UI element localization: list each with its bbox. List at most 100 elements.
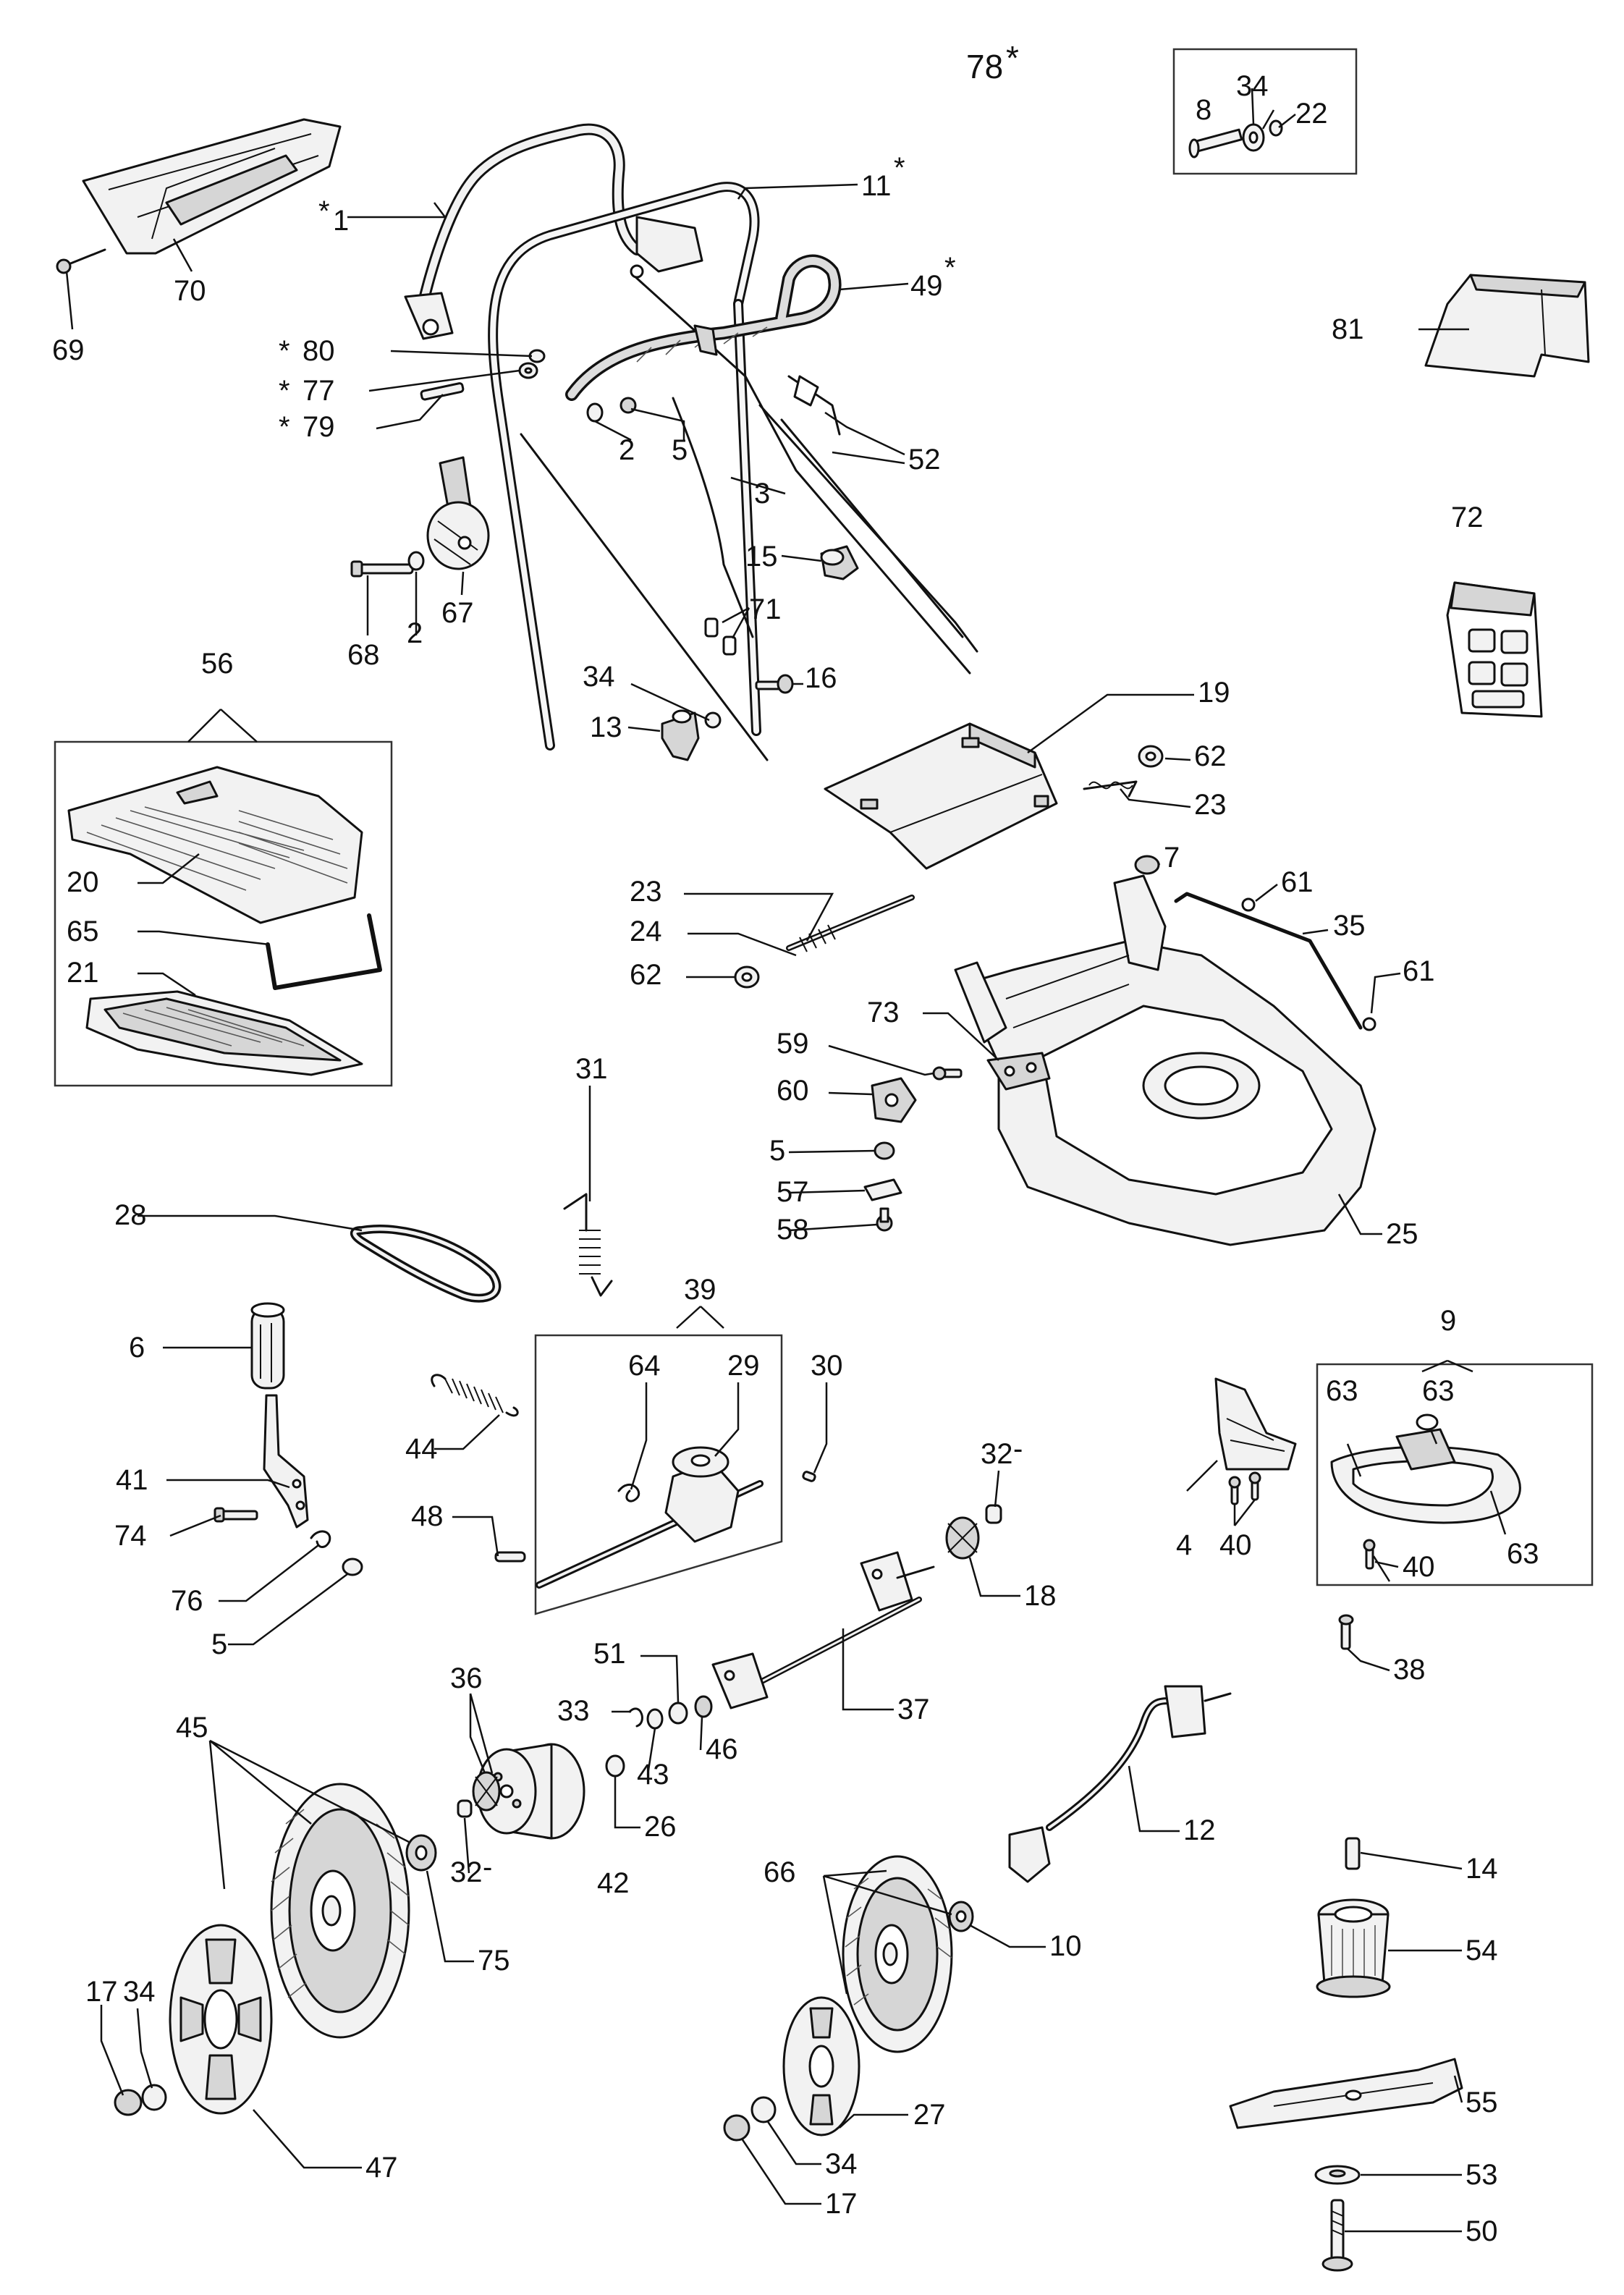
label-32-left: 32	[450, 1856, 483, 1888]
label-32-right-dash: -	[1013, 1433, 1023, 1465]
label-80: 80	[303, 335, 335, 367]
label-28: 28	[114, 1199, 147, 1231]
part-24-rod	[786, 895, 915, 952]
label-59: 59	[777, 1028, 809, 1060]
part-19-rear-flap	[824, 722, 1058, 870]
part-34-washer-rear	[141, 2084, 167, 2111]
part-34-washer	[1242, 123, 1265, 152]
label-14: 14	[1466, 1853, 1498, 1885]
label-13: 13	[590, 711, 622, 743]
part-50-bolt	[1321, 2199, 1353, 2272]
label-42: 42	[597, 1867, 630, 1899]
label-50: 50	[1466, 2215, 1498, 2247]
kit-56-box	[54, 740, 393, 1087]
label-61-lower: 61	[1403, 955, 1435, 987]
label-56: 56	[201, 648, 234, 680]
part-38-screw	[1338, 1614, 1354, 1650]
part-25-deck	[954, 874, 1376, 1246]
part-60-holder	[871, 1077, 917, 1123]
part-17-nut-front	[723, 2114, 750, 2142]
label-17-front: 17	[825, 2188, 858, 2220]
label-23-right: 23	[1194, 789, 1227, 821]
part-20-grass-bag-top	[67, 766, 363, 924]
part-57-plate	[863, 1178, 902, 1201]
label-6: 6	[129, 1332, 145, 1364]
part-30-pin	[802, 1471, 816, 1482]
label-35: 35	[1333, 910, 1366, 942]
label-68: 68	[347, 639, 380, 671]
label-44: 44	[405, 1433, 438, 1465]
label-67: 67	[441, 597, 474, 629]
part-77-washer	[518, 362, 538, 379]
part-44-spring	[431, 1374, 519, 1417]
part-73-bracket	[986, 1052, 1051, 1091]
label-80-asterisk: *	[279, 335, 290, 367]
label-79-asterisk: *	[279, 411, 290, 443]
leader-lines	[65, 88, 1507, 2233]
label-7: 7	[1164, 842, 1180, 874]
label-29: 29	[727, 1350, 760, 1382]
part-40-screws	[1228, 1471, 1261, 1505]
label-66: 66	[764, 1856, 796, 1888]
label-74: 74	[114, 1520, 147, 1552]
part-5-nut-mid	[874, 1141, 895, 1160]
label-45: 45	[176, 1712, 208, 1744]
part-34-washer-handle	[704, 711, 722, 729]
callout-labels: 78 * 8 34 22 69 70 * 1 11 * 49 * 81 * 80…	[52, 39, 1539, 2247]
part-6-grip	[250, 1302, 285, 1390]
part-55-blade	[1229, 2058, 1463, 2129]
label-38: 38	[1393, 1654, 1426, 1686]
label-63-right: 63	[1422, 1375, 1455, 1407]
label-64: 64	[628, 1350, 661, 1382]
part-2-washer-upper	[586, 402, 604, 423]
label-48: 48	[411, 1500, 444, 1532]
label-43: 43	[637, 1759, 669, 1791]
label-78-asterisk: *	[1006, 39, 1019, 77]
part-61-clip-b	[1362, 1017, 1376, 1031]
part-17-nut-rear	[114, 2089, 143, 2116]
part-70-handle-cover	[82, 118, 342, 255]
part-79-bolt	[420, 382, 465, 401]
label-72: 72	[1451, 502, 1484, 533]
part-7-cap	[1134, 855, 1160, 875]
label-77: 77	[303, 375, 335, 407]
label-9: 9	[1440, 1305, 1456, 1337]
part-18-gear	[945, 1516, 980, 1560]
label-17-rear: 17	[85, 1976, 118, 2008]
part-28-belt	[350, 1225, 502, 1303]
part-72-label	[1446, 581, 1543, 718]
label-76: 76	[171, 1585, 203, 1617]
label-10: 10	[1049, 1930, 1082, 1962]
part-22-clip	[1269, 119, 1283, 137]
label-60: 60	[777, 1075, 809, 1107]
part-74-bolt	[213, 1507, 258, 1523]
label-34: 34	[1236, 70, 1269, 102]
label-77-asterisk: *	[279, 375, 290, 407]
label-34-rear: 34	[123, 1976, 156, 2008]
part-37-axle	[711, 1551, 935, 1709]
label-18: 18	[1024, 1580, 1057, 1612]
part-26-washer	[605, 1754, 625, 1778]
part-31-spring	[563, 1193, 613, 1297]
part-27-wheel-cap	[782, 1996, 860, 2136]
part-40-screw-guard	[1363, 1539, 1376, 1570]
part-62-nut-upper	[1138, 745, 1164, 768]
part-29-gearbox	[664, 1446, 740, 1543]
part-71-cable-clips	[704, 617, 737, 656]
part-43-washer	[646, 1708, 664, 1730]
part-65-frame	[266, 913, 382, 990]
part-62-nut-lower	[734, 965, 760, 989]
label-30: 30	[811, 1350, 843, 1382]
label-5-mid: 5	[769, 1135, 785, 1167]
part-69-screw	[56, 248, 106, 274]
part-36-gear	[472, 1771, 501, 1812]
label-3: 3	[754, 478, 770, 510]
label-58: 58	[777, 1214, 809, 1246]
label-31: 31	[575, 1053, 608, 1085]
kit-39-box	[534, 1334, 783, 1615]
label-62-lower: 62	[630, 959, 662, 991]
part-12-cable	[1008, 1685, 1232, 1883]
label-71: 71	[749, 593, 782, 625]
part-14-key	[1345, 1837, 1361, 1870]
